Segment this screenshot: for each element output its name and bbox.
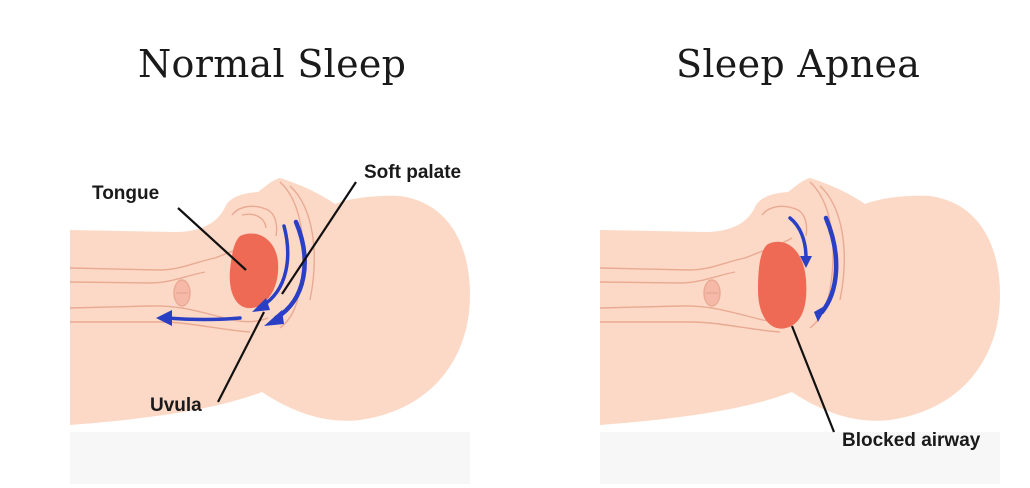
uvula-leader-line <box>217 311 265 403</box>
head-illustration-apnea <box>599 178 1000 425</box>
airflow-arrows <box>166 219 307 322</box>
tongue-leader-line <box>177 207 247 271</box>
arrowheads <box>800 256 828 322</box>
shadow-right <box>600 432 1000 484</box>
soft-palate-leader-line <box>281 181 357 295</box>
leader-lines-left <box>177 181 357 403</box>
head-illustration-normal <box>69 178 470 425</box>
uvula-label: Uvula <box>150 395 202 416</box>
tongue-shape <box>758 241 807 329</box>
anatomy-lines <box>69 181 315 333</box>
soft-palate-label: Soft palate <box>364 162 462 183</box>
shadow-left <box>70 432 470 484</box>
tongue-label: Tongue <box>92 183 160 204</box>
page-title-normal-sleep: Normal Sleep <box>138 42 407 86</box>
page-title-sleep-apnea: Sleep Apnea <box>676 42 921 86</box>
leader-lines-right <box>790 325 836 433</box>
blocked-airway-leader-line <box>790 325 836 433</box>
arrowheads <box>156 298 284 326</box>
blocked-airway-label: Blocked airway <box>842 430 981 451</box>
tongue-shape <box>229 233 279 309</box>
